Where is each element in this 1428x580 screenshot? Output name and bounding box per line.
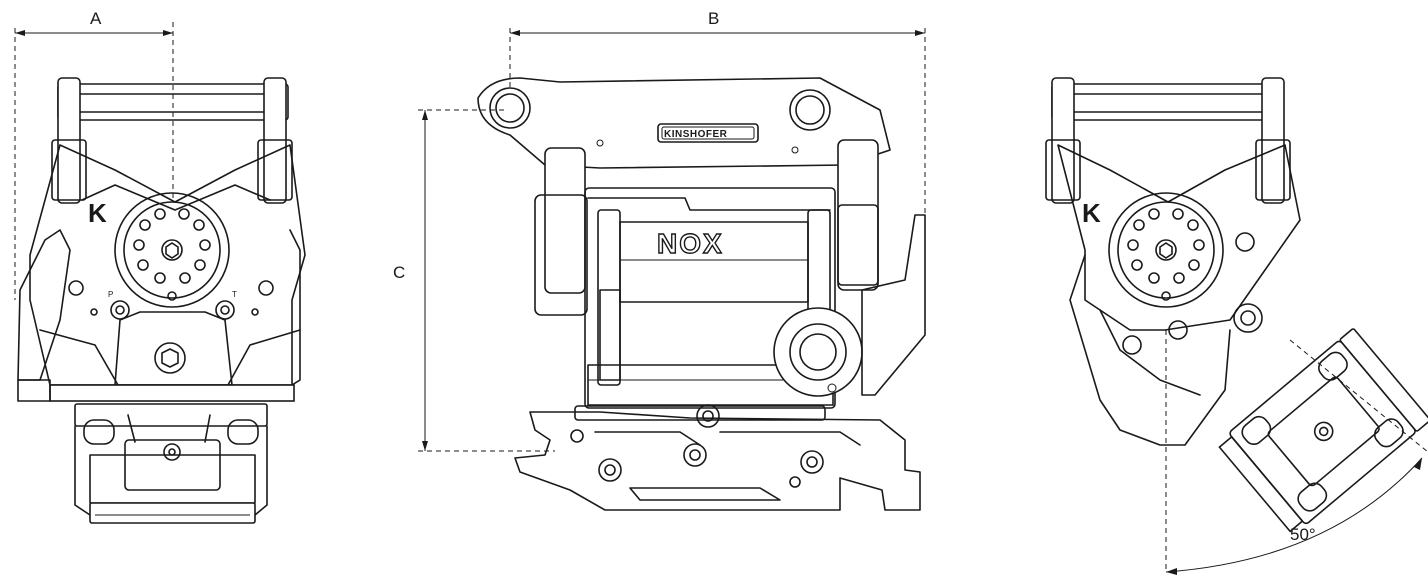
brand-plate xyxy=(657,123,759,143)
port-p-label: P xyxy=(108,290,113,299)
dimension-a-label: A xyxy=(90,9,102,28)
dimension-c: C xyxy=(393,109,555,452)
tilted-view: K xyxy=(1045,77,1428,575)
flange-bolts-tilted xyxy=(1127,208,1205,301)
port-t-label: T xyxy=(232,290,237,299)
front-view: A K P T xyxy=(14,9,306,524)
angle-indicator: 50° xyxy=(1165,330,1428,575)
tilting-tool xyxy=(514,411,921,511)
side-view: B C KINSHOFER xyxy=(393,9,926,511)
nox-logo: NOX xyxy=(657,228,724,259)
dimension-a: A xyxy=(14,9,174,300)
dimension-c-label: C xyxy=(393,263,405,282)
flange-bolts xyxy=(133,208,211,301)
rotator-flange xyxy=(114,192,230,308)
dimension-b-label: B xyxy=(708,9,719,28)
tilted-tool xyxy=(1218,328,1428,533)
dimension-b: B xyxy=(509,9,926,215)
k-logo: K xyxy=(88,198,107,228)
rotator-motor xyxy=(773,307,863,397)
k-logo-tilted: K xyxy=(1082,198,1101,228)
brand-plate-text: KINSHOFER xyxy=(664,129,728,140)
angle-label: 50° xyxy=(1290,525,1316,544)
quick-coupler-bracket xyxy=(477,77,891,169)
